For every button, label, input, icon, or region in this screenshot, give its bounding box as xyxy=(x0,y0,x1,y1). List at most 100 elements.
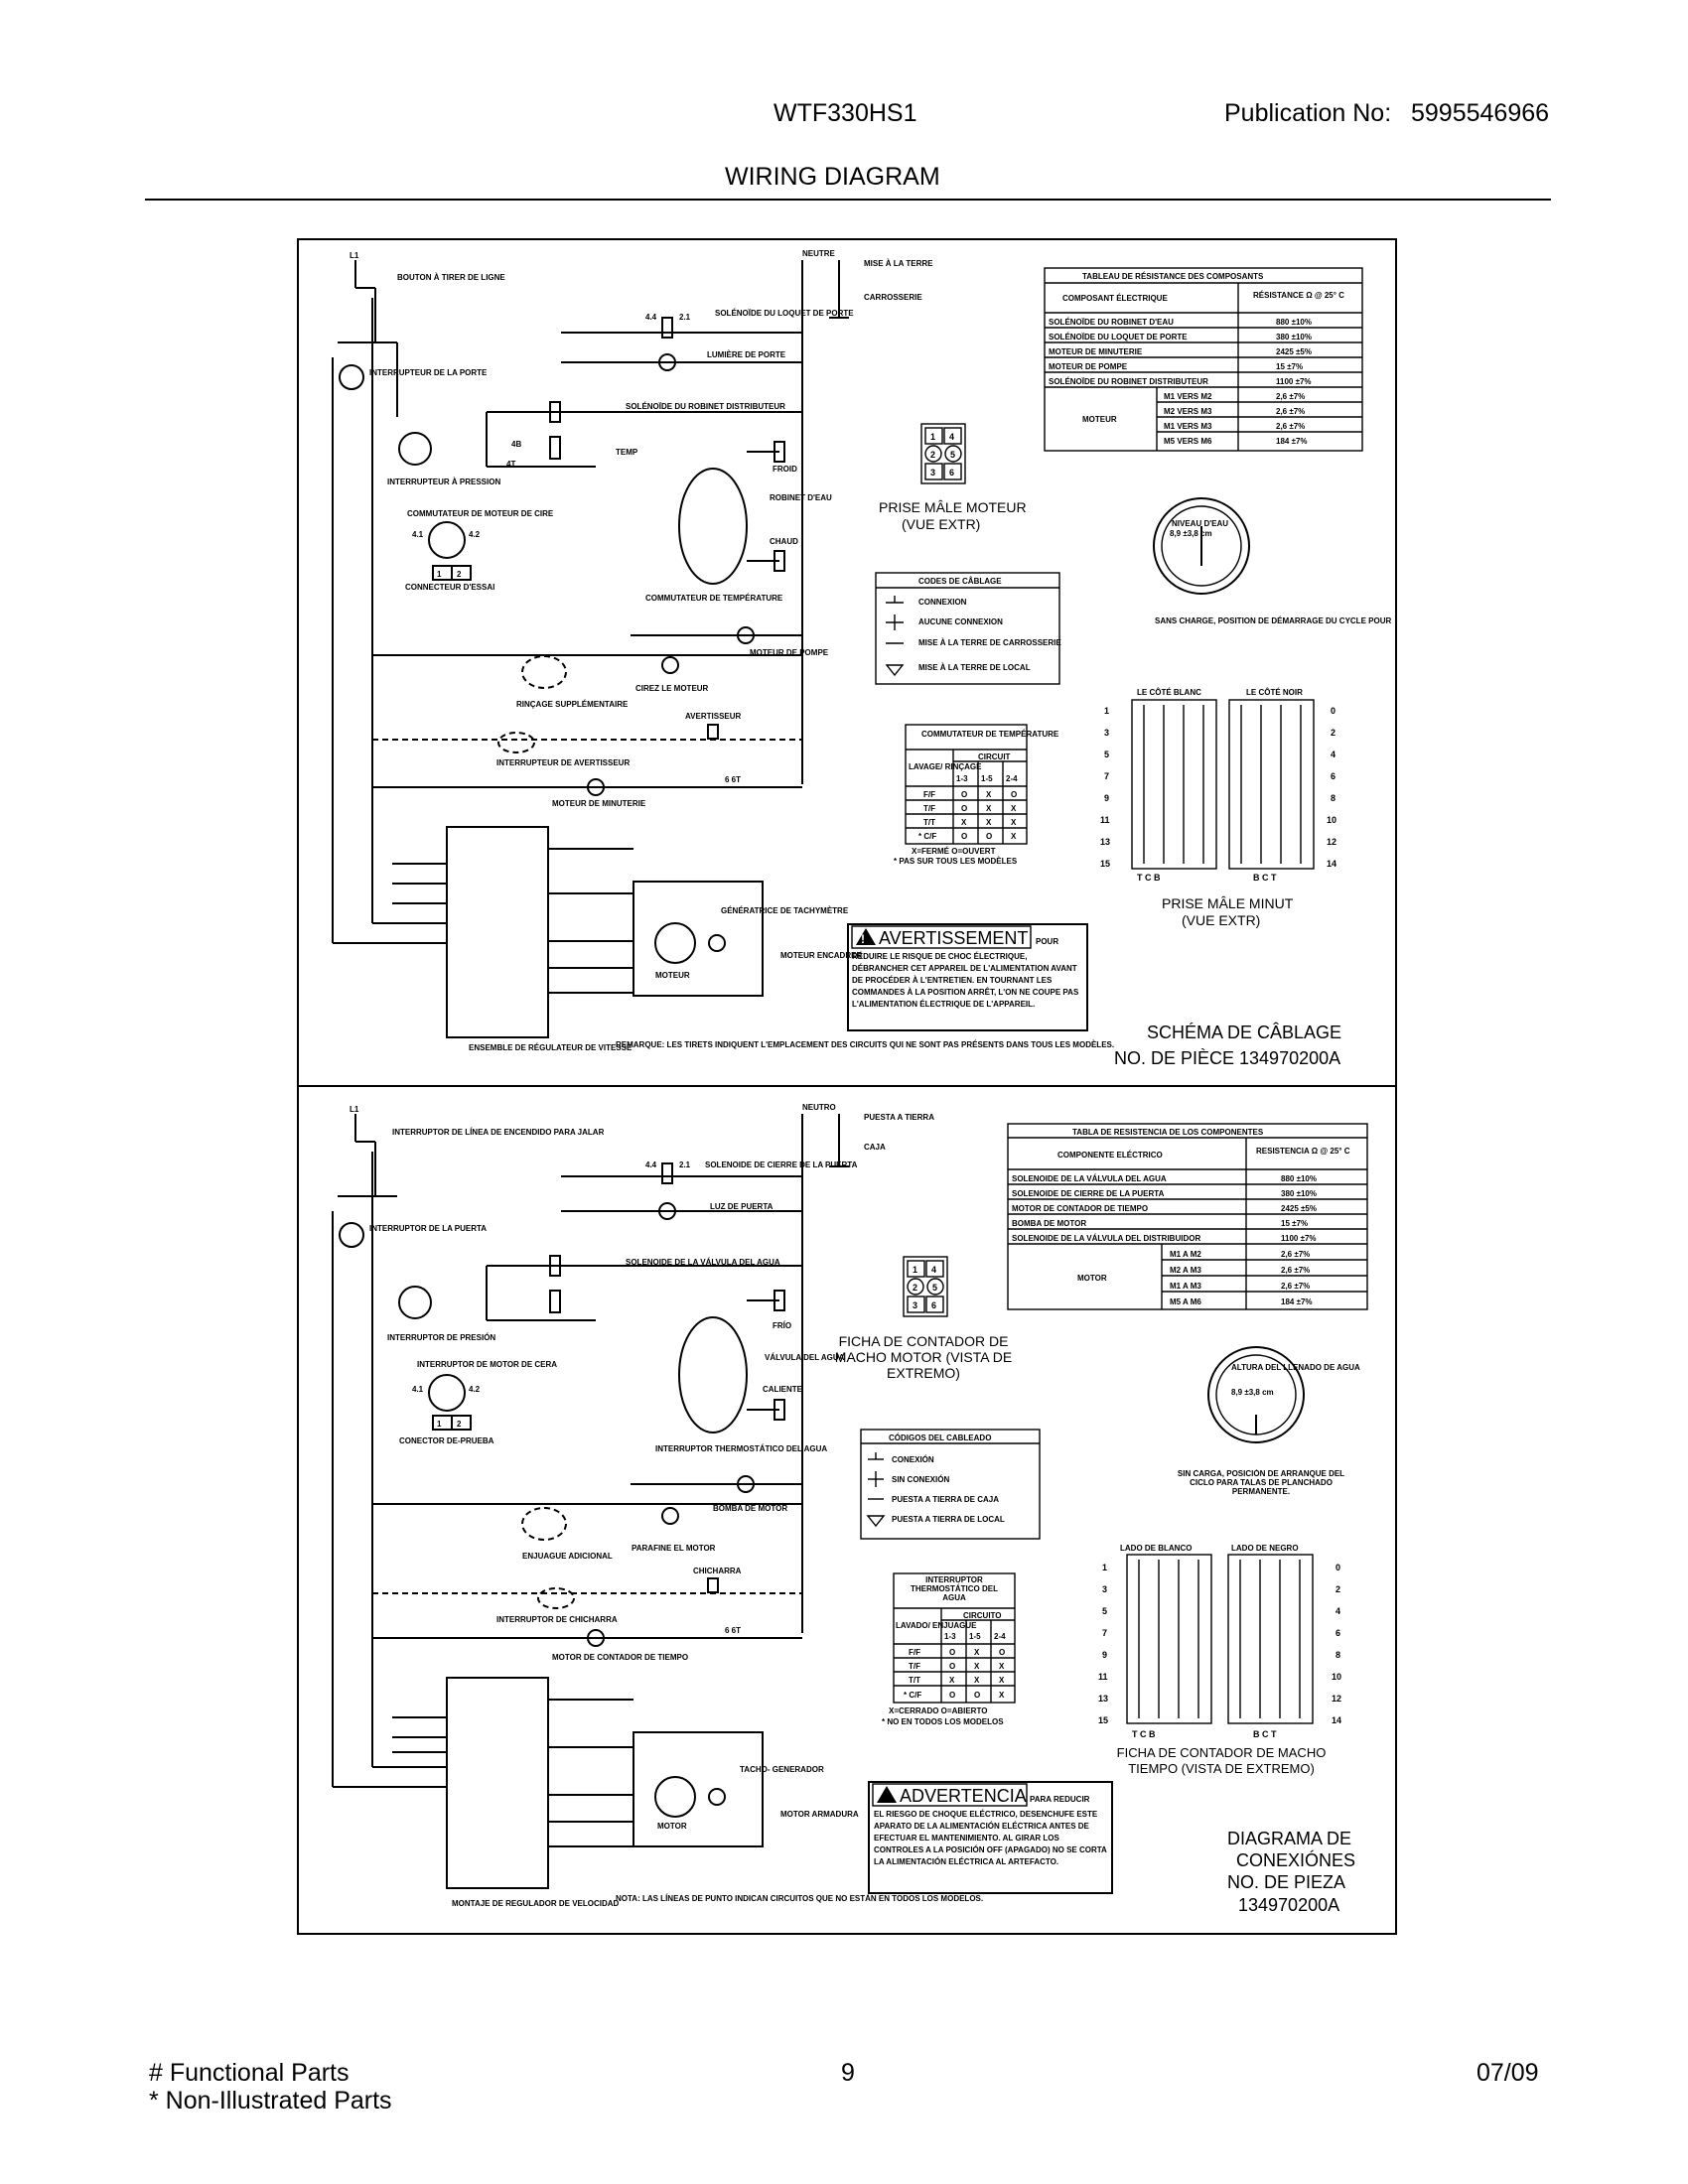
svg-text:INTERRUPTOR DE LA PUERTA: INTERRUPTOR DE LA PUERTA xyxy=(369,1224,487,1233)
svg-text:TABLA DE RESISTENCIA DE LOS CO: TABLA DE RESISTENCIA DE LOS COMPONENTES xyxy=(1072,1128,1264,1137)
svg-text:3: 3 xyxy=(1104,728,1109,738)
svg-text:1100 ±7%: 1100 ±7% xyxy=(1276,377,1312,386)
svg-text:0: 0 xyxy=(1331,706,1336,716)
fr-warning-title: AVERTISSEMENT xyxy=(879,928,1028,948)
svg-text:T C B: T C B xyxy=(1132,1729,1156,1739)
fr-connecteur-essai-label: CONNECTEUR D'ESSAI xyxy=(405,583,494,592)
fr-solenoide-distrib-label: SOLÉNOÏDE DU ROBINET DISTRIBUTEUR xyxy=(626,402,785,411)
svg-text:T C B: T C B xyxy=(1137,873,1161,883)
svg-text:ENJUAGUE ADICIONAL: ENJUAGUE ADICIONAL xyxy=(522,1552,613,1561)
svg-text:INTERRUPTOR DE LÍNEA DE ENCEND: INTERRUPTOR DE LÍNEA DE ENCENDIDO PARA J… xyxy=(392,1128,605,1137)
fr-int-avertisseur-label: INTERRUPTEUR DE AVERTISSEUR xyxy=(496,758,630,767)
svg-text:O: O xyxy=(961,804,967,813)
svg-text:4.2: 4.2 xyxy=(469,530,481,539)
svg-text:SOLENOIDE DE LA VÁLVULA DEL AG: SOLENOIDE DE LA VÁLVULA DEL AGUA xyxy=(1012,1174,1167,1183)
svg-text:CAJA: CAJA xyxy=(864,1143,886,1152)
svg-text:CONEXIÓN: CONEXIÓN xyxy=(892,1455,934,1464)
svg-text:PUESTA A TIERRA: PUESTA A TIERRA xyxy=(864,1113,934,1122)
fr-neutre-label: NEUTRE xyxy=(802,249,836,258)
functional-parts-note: # Functional Parts xyxy=(149,2059,350,2087)
es-motor-box xyxy=(633,1731,764,1847)
svg-text:X: X xyxy=(949,1676,955,1685)
svg-text:14: 14 xyxy=(1327,859,1336,869)
page-number: 9 xyxy=(841,2059,855,2087)
svg-text:11: 11 xyxy=(1098,1672,1108,1682)
svg-text:PUESTA A TIERRA DE CAJA: PUESTA A TIERRA DE CAJA xyxy=(892,1495,999,1504)
svg-text:O: O xyxy=(949,1691,955,1700)
svg-text:1100 ±7%: 1100 ±7% xyxy=(1281,1234,1317,1243)
fr-rincage-label: RINÇAGE SUPPLÉMENTAIRE xyxy=(516,700,629,709)
publication-date: 07/09 xyxy=(1477,2059,1539,2087)
fr-comm-temp-label: COMMUTATEUR DE TEMPÉRATURE xyxy=(645,594,783,603)
fr-prise-moteur-label: PRISE MÂLE MOTEUR xyxy=(879,499,1027,515)
es-warning-title: ADVERTENCIA xyxy=(900,1786,1027,1806)
fr-mise-terre-label: MISE À LA TERRE xyxy=(864,259,933,268)
svg-text:1-5: 1-5 xyxy=(981,774,993,783)
svg-text:1-3: 1-3 xyxy=(944,1632,956,1641)
svg-text:134970200A: 134970200A xyxy=(1238,1895,1339,1915)
svg-text:2: 2 xyxy=(913,1283,917,1293)
svg-text:15 ±7%: 15 ±7% xyxy=(1281,1219,1308,1228)
svg-text:AUCUNE CONNEXION: AUCUNE CONNEXION xyxy=(918,617,1003,626)
svg-text:2,6 ±7%: 2,6 ±7% xyxy=(1281,1250,1310,1259)
svg-text:5: 5 xyxy=(932,1283,937,1293)
svg-text:X: X xyxy=(1011,832,1017,841)
svg-text:7: 7 xyxy=(1102,1628,1107,1638)
svg-text:2,6 ±7%: 2,6 ±7% xyxy=(1276,422,1305,431)
svg-text:B C T: B C T xyxy=(1253,1729,1277,1739)
svg-text:COMMUTATEUR DE TEMPÉRATURE: COMMUTATEUR DE TEMPÉRATURE xyxy=(921,730,1059,739)
svg-text:3: 3 xyxy=(1102,1584,1107,1594)
fr-carrosserie-label: CARROSSERIE xyxy=(864,293,922,302)
svg-text:4.4: 4.4 xyxy=(645,313,657,322)
svg-text:2425 ±5%: 2425 ±5% xyxy=(1276,347,1312,356)
fr-moteur-label: MOTEUR xyxy=(655,971,690,980)
svg-text:F/F: F/F xyxy=(923,790,935,799)
svg-text:4: 4 xyxy=(1331,750,1336,759)
svg-text:NO. DE PIEZA: NO. DE PIEZA xyxy=(1227,1872,1345,1892)
svg-text:* C/F: * C/F xyxy=(904,1691,921,1700)
svg-text:1-3: 1-3 xyxy=(956,774,968,783)
fr-moteur-encadrer-label: MOTEUR ENCADRER xyxy=(780,951,862,960)
svg-text:X: X xyxy=(999,1676,1005,1685)
svg-text:1-5: 1-5 xyxy=(969,1632,981,1641)
svg-text:880 ±10%: 880 ±10% xyxy=(1276,318,1312,327)
svg-text:M2 A M3: M2 A M3 xyxy=(1170,1266,1201,1275)
svg-text:6 6T: 6 6T xyxy=(725,1626,741,1635)
svg-text:BOMBA DE MOTOR: BOMBA DE MOTOR xyxy=(1012,1219,1086,1228)
svg-text:3: 3 xyxy=(930,468,935,478)
svg-text:X: X xyxy=(999,1662,1005,1671)
fr-schema-label: SCHÉMA DE CÂBLAGE xyxy=(1147,1023,1341,1042)
svg-text:BOMBA DE MOTOR: BOMBA DE MOTOR xyxy=(713,1504,787,1513)
svg-text:M5 A M6: M5 A M6 xyxy=(1170,1297,1201,1306)
svg-text:CHICHARRA: CHICHARRA xyxy=(693,1567,742,1575)
svg-text:MOTOR DE CONTADOR DE TIEMPO: MOTOR DE CONTADOR DE TIEMPO xyxy=(552,1653,688,1662)
svg-text:SOLENOIDE DE CIERRE DE LA PUER: SOLENOIDE DE CIERRE DE LA PUERTA xyxy=(1012,1189,1165,1198)
svg-text:4.2: 4.2 xyxy=(469,1385,481,1394)
svg-text:4: 4 xyxy=(931,1265,936,1275)
svg-text:2.1: 2.1 xyxy=(679,313,691,322)
fr-piece-label: NO. DE PIÈCE 134970200A xyxy=(1114,1048,1340,1068)
svg-text:LADO DE NEGRO: LADO DE NEGRO xyxy=(1231,1544,1299,1553)
svg-text:X: X xyxy=(986,804,992,813)
fr-froid-label: FROID xyxy=(773,465,797,474)
es-temp-switch-table: INTERRUPTOR THERMOSTÁTICO DEL AGUA CIRCU… xyxy=(882,1572,1016,1726)
svg-text:CONEXIÓNES: CONEXIÓNES xyxy=(1236,1849,1355,1870)
svg-text:DIAGRAMA DE: DIAGRAMA DE xyxy=(1227,1829,1351,1848)
svg-text:COMPONENTE ELÉCTRICO: COMPONENTE ELÉCTRICO xyxy=(1057,1151,1163,1160)
svg-text:0: 0 xyxy=(1336,1563,1340,1572)
fr-cirez-label: CIREZ LE MOTEUR xyxy=(635,684,709,693)
svg-text:1: 1 xyxy=(1104,706,1109,716)
svg-text:SOLÉNOÏDE DU ROBINET D'EAU: SOLÉNOÏDE DU ROBINET D'EAU xyxy=(1049,318,1174,327)
svg-text:PUESTA A TIERRA DE LOCAL: PUESTA A TIERRA DE LOCAL xyxy=(892,1515,1005,1524)
svg-text:PARA REDUCIR: PARA REDUCIR xyxy=(1030,1795,1090,1804)
svg-text:SOLÉNOÏDE DU ROBINET DISTRIBUT: SOLÉNOÏDE DU ROBINET DISTRIBUTEUR xyxy=(1049,377,1208,386)
svg-text:MOTEUR DE MINUTERIE: MOTEUR DE MINUTERIE xyxy=(1049,347,1143,356)
svg-text:SOLENOIDE DE CIERRE DE LA PUER: SOLENOIDE DE CIERRE DE LA PUERTA xyxy=(705,1160,858,1169)
svg-text:TACHO- GENERADOR: TACHO- GENERADOR xyxy=(740,1765,824,1774)
fr-remarque-label: REMARQUE: LES TIRETS INDIQUENT L'EMPLACE… xyxy=(616,1040,1114,1049)
svg-text:14: 14 xyxy=(1332,1715,1341,1725)
svg-text:880 ±10%: 880 ±10% xyxy=(1281,1174,1317,1183)
svg-text:O: O xyxy=(949,1662,955,1671)
svg-text:4.1: 4.1 xyxy=(412,1385,424,1394)
